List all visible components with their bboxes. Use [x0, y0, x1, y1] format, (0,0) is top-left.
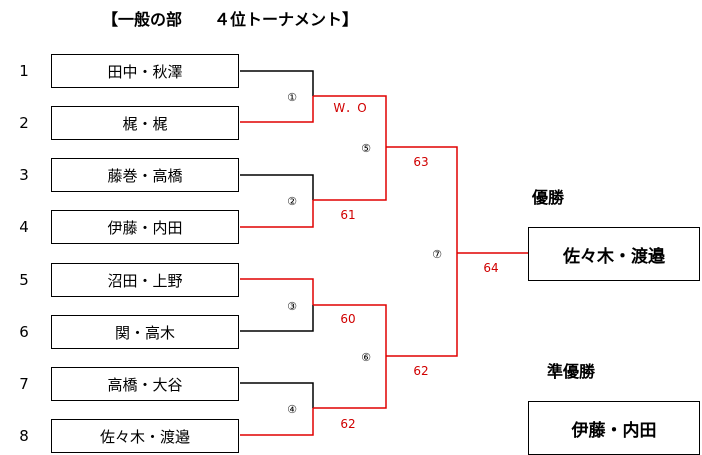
- team-box: 藤巻・高橋: [51, 158, 239, 192]
- match-number: ①: [287, 91, 297, 104]
- page-title: 【一般の部 ４位トーナメント】: [102, 10, 359, 29]
- seed-number: 7: [19, 375, 29, 393]
- match-score: 63: [413, 155, 428, 169]
- match-score: 62: [413, 364, 428, 378]
- bracket-line-loser: [240, 70, 314, 96]
- runner-up-box: 伊藤・内田: [528, 401, 700, 455]
- bracket-line-winner: [313, 147, 387, 201]
- seed-number: 5: [19, 271, 29, 289]
- seed-number: 3: [19, 166, 29, 184]
- team-box: 田中・秋澤: [51, 54, 239, 88]
- match-score: 64: [483, 261, 498, 275]
- bracket-line-winner: [313, 304, 387, 356]
- match-number: ⑦: [432, 248, 442, 261]
- seed-number: 1: [19, 62, 29, 80]
- bracket-line-winner: [313, 356, 387, 409]
- match-number: ④: [287, 403, 297, 416]
- bracket-line-loser: [240, 305, 314, 332]
- team-box: 高橋・大谷: [51, 367, 239, 401]
- team-box: 梶・梶: [51, 106, 239, 140]
- match-number: ⑥: [361, 351, 371, 364]
- bracket-line-winner: [240, 200, 314, 228]
- match-number: ②: [287, 195, 297, 208]
- bracket-line-winner: [386, 146, 458, 253]
- seed-number: 8: [19, 427, 29, 445]
- bracket-line-winner: [240, 96, 314, 123]
- bracket-line-winner: [386, 253, 458, 357]
- bracket-line-winner: [313, 95, 387, 147]
- seed-number: 2: [19, 114, 29, 132]
- team-box: 関・高木: [51, 315, 239, 349]
- bracket-line-winner: [240, 408, 314, 436]
- match-score: 61: [340, 208, 355, 222]
- champion-box: 佐々木・渡邉: [528, 227, 700, 281]
- team-box: 佐々木・渡邉: [51, 419, 239, 453]
- team-box: 沼田・上野: [51, 263, 239, 297]
- match-score: 62: [340, 417, 355, 431]
- champion-label: 優勝: [532, 188, 565, 207]
- match-score: W．O: [333, 101, 366, 115]
- match-number: ③: [287, 300, 297, 313]
- seed-number: 6: [19, 323, 29, 341]
- seed-number: 4: [19, 218, 29, 236]
- bracket-line-winner: [240, 278, 314, 305]
- team-box: 伊藤・内田: [51, 210, 239, 244]
- match-score: 60: [340, 312, 355, 326]
- match-number: ⑤: [361, 142, 371, 155]
- bracket-line-loser: [240, 174, 314, 200]
- bracket-line-loser: [240, 382, 314, 408]
- runner-up-label: 準優勝: [547, 362, 596, 381]
